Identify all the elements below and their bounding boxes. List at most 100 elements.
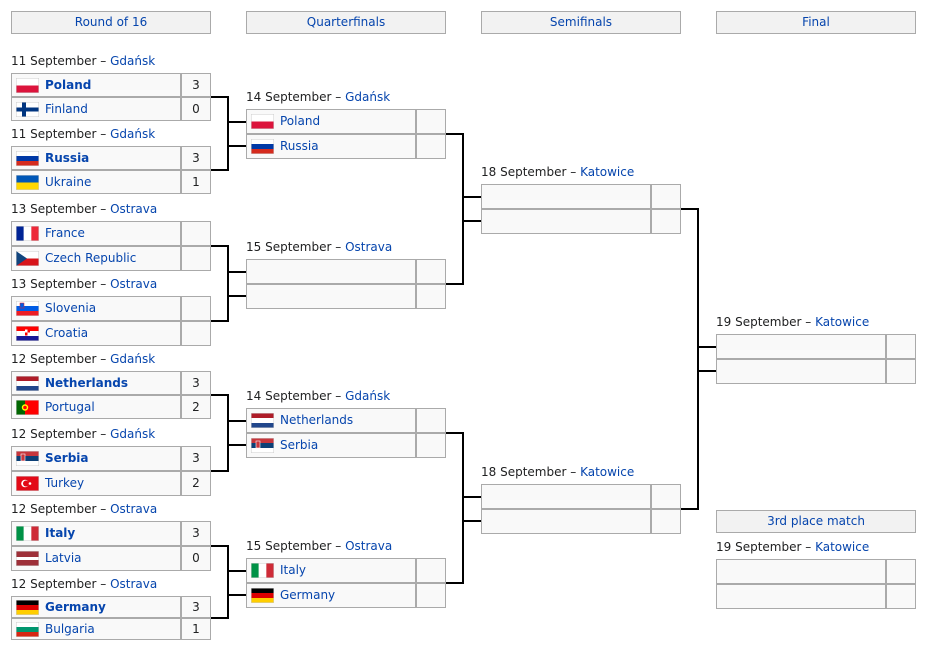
match-date: 11 September	[11, 127, 97, 141]
score-cell: 2	[181, 395, 211, 419]
date-venue-separator: –	[331, 539, 346, 553]
score-cell	[651, 484, 681, 509]
round-header-sf[interactable]: Semifinals	[481, 11, 681, 34]
match-venue-link[interactable]: Ostrava	[110, 502, 158, 516]
match-info: 12 September – Ostrava	[11, 575, 157, 593]
team-cell: Latvia	[11, 546, 181, 571]
score-cell	[181, 221, 211, 246]
match-venue-link[interactable]: Katowice	[580, 465, 635, 479]
match-venue-link[interactable]: Ostrava	[345, 539, 393, 553]
team-cell: Germany	[246, 583, 416, 608]
match-venue-link[interactable]: Katowice	[815, 540, 870, 554]
team-name-link[interactable]: Finland	[45, 102, 88, 116]
match-date: 12 September	[11, 352, 97, 366]
match-info: 14 September – Gdańsk	[246, 88, 390, 106]
match-venue-link[interactable]: Ostrava	[110, 277, 158, 291]
match-info: 18 September – Katowice	[481, 163, 634, 181]
match-info: 15 September – Ostrava	[246, 238, 392, 256]
team-name-link[interactable]: Germany	[280, 588, 336, 602]
match-venue-link[interactable]: Gdańsk	[110, 127, 156, 141]
match-venue-link[interactable]: Katowice	[815, 315, 870, 329]
match-info: 13 September – Ostrava	[11, 275, 157, 293]
germany-flag-icon	[16, 600, 39, 615]
team-name-link[interactable]: Germany	[45, 600, 106, 614]
round-header-qf[interactable]: Quarterfinals	[246, 11, 446, 34]
team-name-link[interactable]: Croatia	[45, 326, 89, 340]
team-name-link[interactable]: Serbia	[280, 438, 319, 452]
date-venue-separator: –	[801, 540, 816, 554]
match-venue-link[interactable]: Gdańsk	[110, 352, 156, 366]
match-venue-link[interactable]: Gdańsk	[345, 90, 391, 104]
team-name-link[interactable]: Netherlands	[280, 413, 354, 427]
match-venue-link[interactable]: Ostrava	[345, 240, 393, 254]
date-venue-separator: –	[801, 315, 816, 329]
turkey-flag-icon	[16, 476, 39, 491]
date-venue-separator: –	[96, 577, 111, 591]
team-cell	[716, 559, 886, 584]
match-venue-link[interactable]: Katowice	[580, 165, 635, 179]
match-venue-link[interactable]: Ostrava	[110, 577, 158, 591]
round-header-final[interactable]: Final	[716, 11, 916, 34]
match-date: 11 September	[11, 54, 97, 68]
team-name-link[interactable]: France	[45, 226, 85, 240]
match-info: 12 September – Ostrava	[11, 500, 157, 518]
team-cell	[246, 284, 416, 309]
match-date: 18 September	[481, 165, 567, 179]
score-cell	[886, 584, 916, 609]
team-cell: Poland	[246, 109, 416, 134]
match-date: 13 September	[11, 202, 97, 216]
connector-qf-0	[446, 133, 481, 285]
connector-r16-0	[211, 96, 246, 171]
team-name-link[interactable]: Ukraine	[45, 175, 92, 189]
match-info: 11 September – Gdańsk	[11, 52, 155, 70]
team-cell: Croatia	[11, 321, 181, 346]
team-name-link[interactable]: Poland	[45, 78, 92, 92]
team-name-link[interactable]: Russia	[280, 139, 319, 153]
germany-flag-icon	[251, 588, 274, 603]
russia-flag-icon	[251, 139, 274, 154]
italy-flag-icon	[16, 526, 39, 541]
team-cell: Czech Republic	[11, 246, 181, 271]
team-cell: Netherlands	[11, 371, 181, 395]
score-cell	[416, 284, 446, 309]
team-cell: Turkey	[11, 471, 181, 496]
match-info: 11 September – Gdańsk	[11, 125, 155, 143]
match-info: 19 September – Katowice	[716, 313, 869, 331]
match-venue-link[interactable]: Ostrava	[110, 202, 158, 216]
score-cell: 3	[181, 521, 211, 546]
team-name-link[interactable]: Italy	[280, 563, 307, 577]
match-date: 19 September	[716, 540, 802, 554]
team-name-link[interactable]: Slovenia	[45, 301, 97, 315]
team-name-link[interactable]: Poland	[280, 114, 321, 128]
team-name-link[interactable]: Serbia	[45, 451, 89, 465]
score-cell	[886, 334, 916, 359]
connector-qf-1	[446, 432, 481, 584]
round-header-third[interactable]: 3rd place match	[716, 510, 916, 533]
ukraine-flag-icon	[16, 175, 39, 190]
team-name-link[interactable]: Latvia	[45, 551, 82, 565]
score-cell: 3	[181, 446, 211, 471]
team-name-link[interactable]: Portugal	[45, 400, 95, 414]
poland-flag-icon	[16, 78, 39, 93]
team-name-link[interactable]: Russia	[45, 151, 90, 165]
score-cell	[651, 209, 681, 234]
team-name-link[interactable]: Bulgaria	[45, 622, 95, 636]
latvia-flag-icon	[16, 551, 39, 566]
match-venue-link[interactable]: Gdańsk	[110, 54, 156, 68]
match-venue-link[interactable]: Gdańsk	[345, 389, 391, 403]
date-venue-separator: –	[96, 427, 111, 441]
france-flag-icon	[16, 226, 39, 241]
score-cell: 1	[181, 170, 211, 194]
team-name-link[interactable]: Czech Republic	[45, 251, 137, 265]
round-header-r16[interactable]: Round of 16	[11, 11, 211, 34]
team-name-link[interactable]: Netherlands	[45, 376, 129, 390]
match-date: 12 September	[11, 577, 97, 591]
score-cell	[181, 321, 211, 346]
serbia-flag-icon	[251, 438, 274, 453]
team-name-link[interactable]: Italy	[45, 526, 76, 540]
connector-r16-3	[211, 545, 246, 619]
portugal-flag-icon	[16, 400, 39, 415]
match-venue-link[interactable]: Gdańsk	[110, 427, 156, 441]
team-name-link[interactable]: Turkey	[45, 476, 85, 490]
score-cell	[651, 184, 681, 209]
